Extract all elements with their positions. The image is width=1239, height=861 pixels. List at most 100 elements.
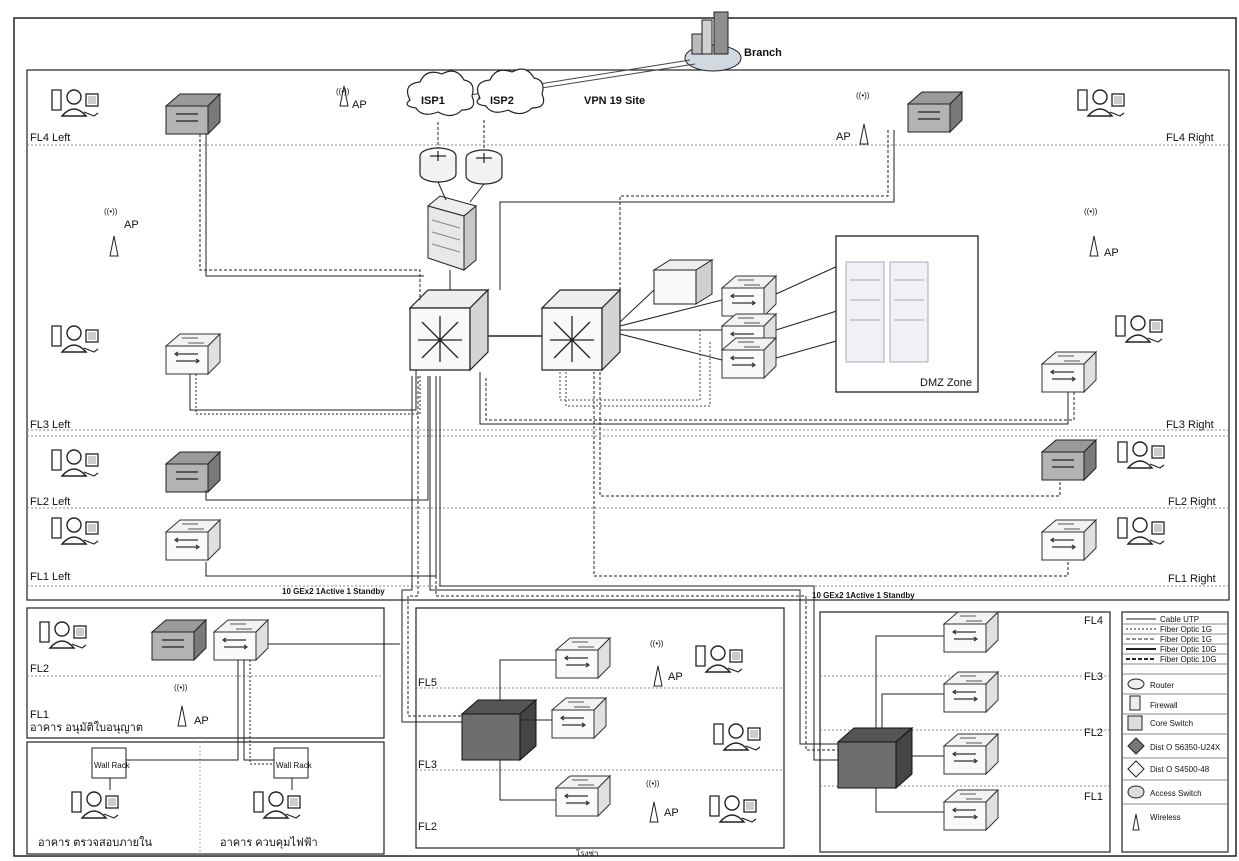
fl1-left-switch <box>165 519 221 561</box>
legend-item-dist1: Dist O S6350-U24X <box>1150 743 1221 752</box>
left-bldg-users <box>39 621 87 649</box>
wall-rack-a <box>91 747 127 779</box>
legend-item-access: Access Switch <box>1150 789 1202 798</box>
ap-label-mid-fl5: AP <box>668 671 683 683</box>
right-access-switch-fl3 <box>943 671 999 713</box>
right-access-switch-fl4 <box>943 611 999 653</box>
fl3-right-switch <box>1041 351 1097 393</box>
ap-label-left-bldg: AP <box>194 715 209 727</box>
isp2-cloud <box>476 68 545 115</box>
left-bldg-switch-dist <box>151 619 207 661</box>
branch-label: Branch <box>744 47 782 59</box>
legend-item-wireless: Wireless <box>1150 813 1181 822</box>
legend <box>1121 611 1229 853</box>
mid-access-switch-1 <box>555 637 611 679</box>
mid-bldg-fl5: FL5 <box>418 677 437 689</box>
left-bldg-b-name: อาคาร ควบคุมไฟฟ้า <box>220 836 318 849</box>
wall-rack-a-label: Wall Rack <box>94 761 131 770</box>
fl4-left-switch <box>165 93 221 135</box>
left-bldg-a-users <box>71 791 119 819</box>
left-bldg-fl1: FL1 <box>30 709 49 721</box>
fl2-right-label: FL2 Right <box>1168 496 1216 508</box>
core-switch-right <box>541 289 621 371</box>
mid-fl4-users <box>713 723 761 751</box>
fl3-left-switch <box>165 333 221 375</box>
floor-separators <box>27 144 1229 587</box>
fl4-right-users <box>1077 89 1125 117</box>
fl4-left-users <box>51 89 99 117</box>
dmz-label: DMZ Zone <box>920 377 972 389</box>
legend-line-3: Fiber Optic 1G <box>1160 635 1212 644</box>
server-box <box>652 259 714 305</box>
svg-text:((•)): ((•)) <box>104 207 118 216</box>
uplink-left-label: 10 GEx2 1Active 1 Standby <box>282 587 385 596</box>
legend-line-5: Fiber Optic 10G <box>1160 655 1216 664</box>
dmz-switch-3 <box>721 337 777 379</box>
fl2-left-users <box>51 449 99 477</box>
svg-text:((•)): ((•)) <box>336 87 350 96</box>
fl4-right-switch <box>907 91 963 133</box>
legend-item-router: Router <box>1150 681 1174 690</box>
router-isp2 <box>465 149 503 185</box>
mid-dist-switch <box>460 698 538 762</box>
ap-icon-right-mid: ((•)) <box>1084 207 1099 257</box>
fl4-right-label: FL4 Right <box>1166 132 1214 144</box>
svg-text:((•)): ((•)) <box>856 91 870 100</box>
fl1-left-users <box>51 517 99 545</box>
left-bldg-fl2: FL2 <box>30 663 49 675</box>
dmz-switch-1 <box>721 275 777 317</box>
branch-site <box>684 11 742 72</box>
legend-item-core: Core Switch <box>1150 719 1193 728</box>
right-access-switch-fl1 <box>943 789 999 831</box>
right-bldg-fl1: FL1 <box>1084 791 1103 803</box>
ap-icon-left-bldg: ((•)) <box>174 683 188 727</box>
ap-icon-fl4-left: ((•)) <box>336 85 350 107</box>
core-links-right <box>559 330 711 407</box>
fl3-right-label: FL3 Right <box>1166 419 1214 431</box>
ap-label-right-mid: AP <box>1104 247 1119 259</box>
core-switch-left <box>409 289 489 371</box>
ap-icon-left-mid: ((•)) <box>104 207 119 257</box>
svg-text:((•)): ((•)) <box>1084 207 1098 216</box>
mid-fl5-users <box>695 645 743 673</box>
legend-line-1: Cable UTP <box>1160 615 1199 624</box>
mid-bldg-fl3: FL3 <box>418 759 437 771</box>
ap-icon-fl4-right: ((•)) <box>856 91 870 145</box>
mid-access-switch-2 <box>551 697 607 739</box>
fl1-right-users <box>1117 517 1165 545</box>
legend-line-4: Fiber Optic 10G <box>1160 645 1216 654</box>
right-bldg-fl3: FL3 <box>1084 671 1103 683</box>
fl1-right-label: FL1 Right <box>1168 573 1216 585</box>
fl3-left-users <box>51 325 99 353</box>
legend-line-2: Fiber Optic 1G <box>1160 625 1212 634</box>
ap-label-fl4-right: AP <box>836 131 851 143</box>
router-isp1 <box>419 147 457 183</box>
left-bldg-b-users <box>253 791 301 819</box>
svg-text:((•)): ((•)) <box>646 779 660 788</box>
left-bldg-name: อาคาร อนุมัติใบอนุญาต <box>30 721 143 734</box>
right-access-switch-fl2 <box>943 733 999 775</box>
firewall-icon <box>426 195 478 272</box>
ap-icon-mid-fl2: ((•)) <box>646 779 660 823</box>
fl1-right-switch <box>1041 519 1097 561</box>
wall-rack-b <box>273 747 309 779</box>
uplink-right-label: 10 GEx2 1Active 1 Standby <box>812 591 915 600</box>
ap-icon-mid-fl5: ((•)) <box>650 639 664 687</box>
isp1-cloud <box>406 70 475 117</box>
fl3-left-label: FL3 Left <box>30 419 70 431</box>
wall-rack-b-label: Wall Rack <box>276 761 313 770</box>
fl2-right-switch <box>1041 439 1097 481</box>
left-building-top <box>26 607 385 739</box>
right-dist-switch <box>836 726 914 790</box>
fl1-left-label: FL1 Left <box>30 571 70 583</box>
fl4-left-label: FL4 Left <box>30 132 70 144</box>
right-bldg-fl4: FL4 <box>1084 615 1103 627</box>
fl3-right-users <box>1115 315 1163 343</box>
isp2-label: ISP2 <box>490 95 514 107</box>
fl2-left-switch <box>165 451 221 493</box>
ap-label-left-mid: AP <box>124 219 139 231</box>
left-building-bottom <box>26 741 385 855</box>
ap-label-mid-fl2: AP <box>664 807 679 819</box>
fl2-right-users <box>1117 441 1165 469</box>
